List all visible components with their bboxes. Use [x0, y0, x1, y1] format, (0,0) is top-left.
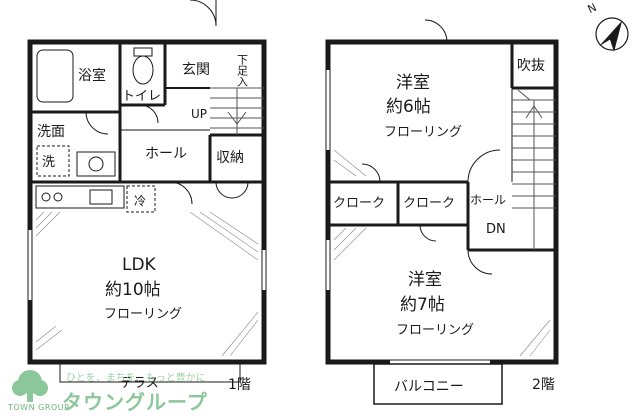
label-hall-1f: ホール [145, 146, 187, 162]
floor2-label: 2階 [532, 377, 555, 393]
storage-door [215, 181, 233, 199]
label-washer: 洗 [42, 155, 55, 170]
label-hall-2f: ホール [470, 193, 506, 207]
sink [89, 189, 113, 205]
room2-top-door [424, 19, 448, 43]
label-void: 吹抜 [517, 58, 545, 74]
tree-logo-icon [12, 370, 48, 402]
hall-door [467, 249, 493, 275]
entrance-door [189, 0, 217, 27]
wash-basin-bowl [88, 156, 104, 172]
storage-door-2 [231, 181, 249, 199]
compass-icon [595, 17, 629, 52]
label-closet2: クローク [403, 196, 455, 211]
brand-sub: TOWN GROUP [8, 403, 70, 412]
label-terrace: テラス [120, 376, 159, 391]
bathtub [36, 49, 74, 103]
wash-basin [76, 151, 116, 177]
stove-2 [53, 192, 63, 202]
bath-door [85, 111, 109, 135]
room-labels: 浴室 トイレ 玄関 UP 洗面 洗 ホール 収納 冷 LDK 約10帖 フローリ… [37, 58, 545, 395]
floor1-plan [27, 0, 267, 383]
western1-door [467, 149, 501, 183]
fridge-area [126, 185, 156, 213]
label-toilet: トイレ [122, 89, 161, 104]
label-fridge: 冷 [134, 194, 146, 208]
label-washroom: 洗面 [37, 124, 65, 140]
floor2-hatch [333, 149, 551, 357]
label-bath: 浴室 [78, 67, 106, 84]
floor2-plan [325, 19, 559, 405]
balcony-area [373, 363, 503, 405]
terrace-area [59, 361, 241, 383]
washer-area [36, 145, 70, 177]
floor2-stairs [512, 89, 556, 250]
label-balcony: バルコニー [394, 379, 464, 395]
brand-tagline: ひとを、まちを、もっと豊かに [66, 373, 206, 384]
brand-name: タウングループ [62, 390, 208, 414]
label-western2: 洋室 [408, 270, 442, 290]
toilet-fixture [132, 55, 154, 85]
label-western2-size: 約7帖 [400, 295, 445, 315]
label-western2-floor: フローリング [396, 323, 474, 338]
label-entrance: 玄関 [182, 61, 210, 78]
ldk-door [169, 181, 193, 205]
stove-1 [41, 192, 51, 202]
label-ldk-floor: フローリング [104, 307, 182, 322]
kitchen-counter [35, 185, 125, 209]
label-dn: DN [486, 222, 506, 237]
toilet-tank [133, 47, 153, 57]
label-storage: 収納 [216, 150, 244, 166]
label-shoebox-group: 下足入 [236, 54, 249, 87]
label-up: UP [191, 107, 207, 121]
label-western1-size: 約6帖 [386, 97, 431, 117]
label-ldk: LDK [122, 255, 157, 275]
label-western1: 洋室 [396, 73, 430, 93]
closet-door-2 [419, 224, 437, 242]
label-closet1: クローク [333, 196, 385, 211]
label-western1-floor: フローリング [384, 125, 462, 140]
floor1-stairs [210, 87, 264, 135]
toilet-door [139, 104, 159, 124]
label-ldk-size: 約10帖 [105, 280, 161, 300]
label-shoebox: 下足入 [236, 54, 249, 87]
floor1-label: 1階 [228, 377, 251, 393]
ldk-hatch [35, 211, 259, 357]
closet-door-1 [361, 163, 381, 183]
